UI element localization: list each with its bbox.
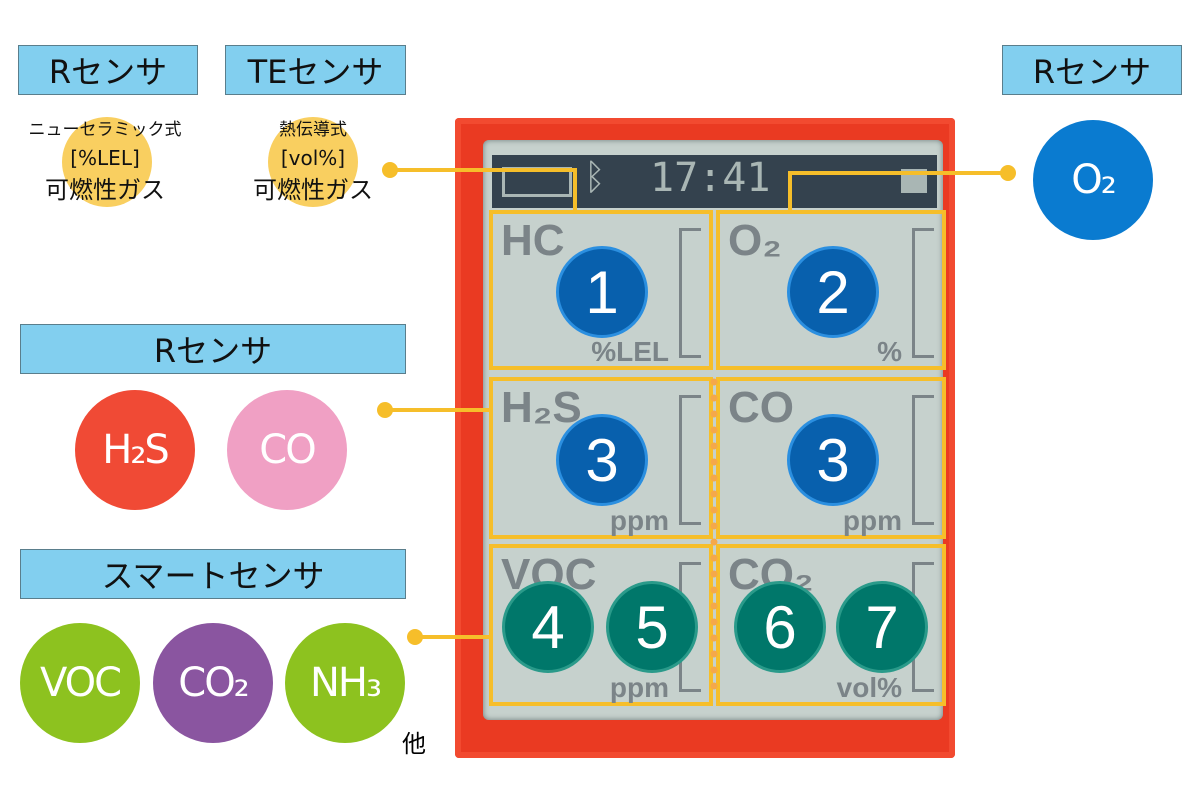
smart-sensor-tag: スマートセンサ bbox=[20, 549, 406, 599]
number-badge-5: 5 bbox=[606, 581, 698, 673]
bluetooth-icon: ᛒ bbox=[584, 157, 606, 198]
unit: vol% bbox=[836, 672, 902, 703]
connector-o2 bbox=[788, 171, 1008, 210]
connector-te bbox=[390, 168, 577, 210]
unit: %LEL bbox=[591, 336, 669, 367]
gas-name: H₂S bbox=[501, 383, 582, 432]
bar-gauge bbox=[679, 395, 701, 525]
voc-badge: VOC bbox=[20, 623, 140, 743]
other-label: 他 bbox=[402, 730, 426, 758]
o2-badge: O₂ bbox=[1033, 120, 1153, 240]
te-sensor-tag: TEセンサ bbox=[225, 45, 406, 95]
unit: [vol%] bbox=[280, 146, 346, 170]
number-badge-1: 1 bbox=[556, 246, 648, 338]
status-bar: ᛒ 17:41 bbox=[492, 155, 937, 208]
co-badge: CO bbox=[227, 390, 347, 510]
r-sensor-tag-left: Rセンサ bbox=[18, 45, 198, 95]
highlight-circle bbox=[268, 117, 358, 207]
r-sensor-tag-mid: Rセンサ bbox=[20, 324, 406, 374]
gas-type: 可燃性ガス bbox=[45, 176, 165, 204]
number-badge-4: 4 bbox=[502, 581, 594, 673]
unit: % bbox=[877, 336, 902, 367]
highlight-circle bbox=[62, 117, 152, 207]
r-sensor-tag-right: Rセンサ bbox=[1002, 45, 1182, 95]
method: ニューセラミック式 bbox=[28, 120, 182, 140]
gas-type: 可燃性ガス bbox=[253, 176, 373, 204]
co2-badge: CO₂ bbox=[153, 623, 273, 743]
number-badge-3: 3 bbox=[787, 414, 879, 506]
clock-time: 17:41 bbox=[650, 155, 771, 201]
gas-name: HC bbox=[501, 216, 565, 265]
number-badge-6: 6 bbox=[734, 581, 826, 673]
cell-co: CO ppm bbox=[716, 377, 946, 539]
method: 熱伝導式 bbox=[279, 120, 347, 140]
unit: ppm bbox=[842, 505, 902, 536]
te-sensor-description: 熱伝導式 [vol%] 可燃性ガス bbox=[213, 117, 413, 207]
cell-hc: HC %LEL bbox=[489, 210, 713, 370]
bar-gauge bbox=[679, 228, 701, 358]
bar-gauge bbox=[912, 395, 934, 525]
number-badge-2: 2 bbox=[787, 246, 879, 338]
gas-name: O₂ bbox=[728, 216, 782, 265]
number-badge-7: 7 bbox=[836, 581, 928, 673]
gas-name: CO bbox=[728, 383, 794, 432]
cell-h2s: H₂S ppm bbox=[489, 377, 713, 539]
r-sensor-description: ニューセラミック式 [%LEL] 可燃性ガス bbox=[5, 117, 205, 207]
number-badge-3: 3 bbox=[556, 414, 648, 506]
unit: ppm bbox=[609, 672, 669, 703]
unit: ppm bbox=[609, 505, 669, 536]
nh3-badge: NH₃ bbox=[285, 623, 405, 743]
cell-o2: O₂% bbox=[716, 210, 946, 370]
bar-gauge bbox=[912, 228, 934, 358]
h2s-badge: H₂S bbox=[75, 390, 195, 510]
unit: [%LEL] bbox=[70, 146, 140, 170]
